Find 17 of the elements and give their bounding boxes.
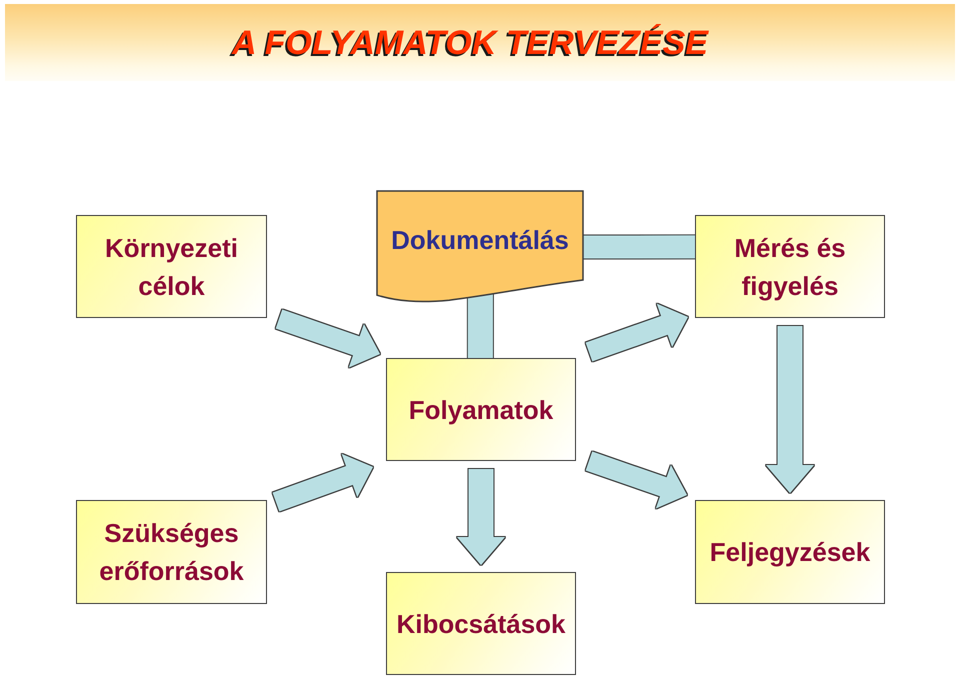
process-box (76, 215, 267, 318)
process-box (695, 500, 885, 604)
process-box (386, 572, 576, 675)
block-arrow (766, 326, 814, 493)
connector-bar (582, 235, 696, 258)
block-arrow (457, 469, 505, 565)
process-box (386, 358, 576, 461)
box-label: Feljegyzések (710, 536, 870, 569)
box-label: Mérés és figyelés (733, 232, 847, 302)
box-label: Dokumentálás (391, 225, 569, 255)
process-box (76, 500, 267, 604)
box-label: Kibocsátások (396, 608, 566, 640)
title: A FOLYAMATOK TERVEZÉSE (232, 22, 708, 62)
box-label: Folyamatok (408, 394, 554, 426)
box-label: Környezeti célok (104, 232, 239, 302)
process-box (695, 215, 885, 318)
box-label: Szükséges erőforrások (98, 517, 245, 588)
